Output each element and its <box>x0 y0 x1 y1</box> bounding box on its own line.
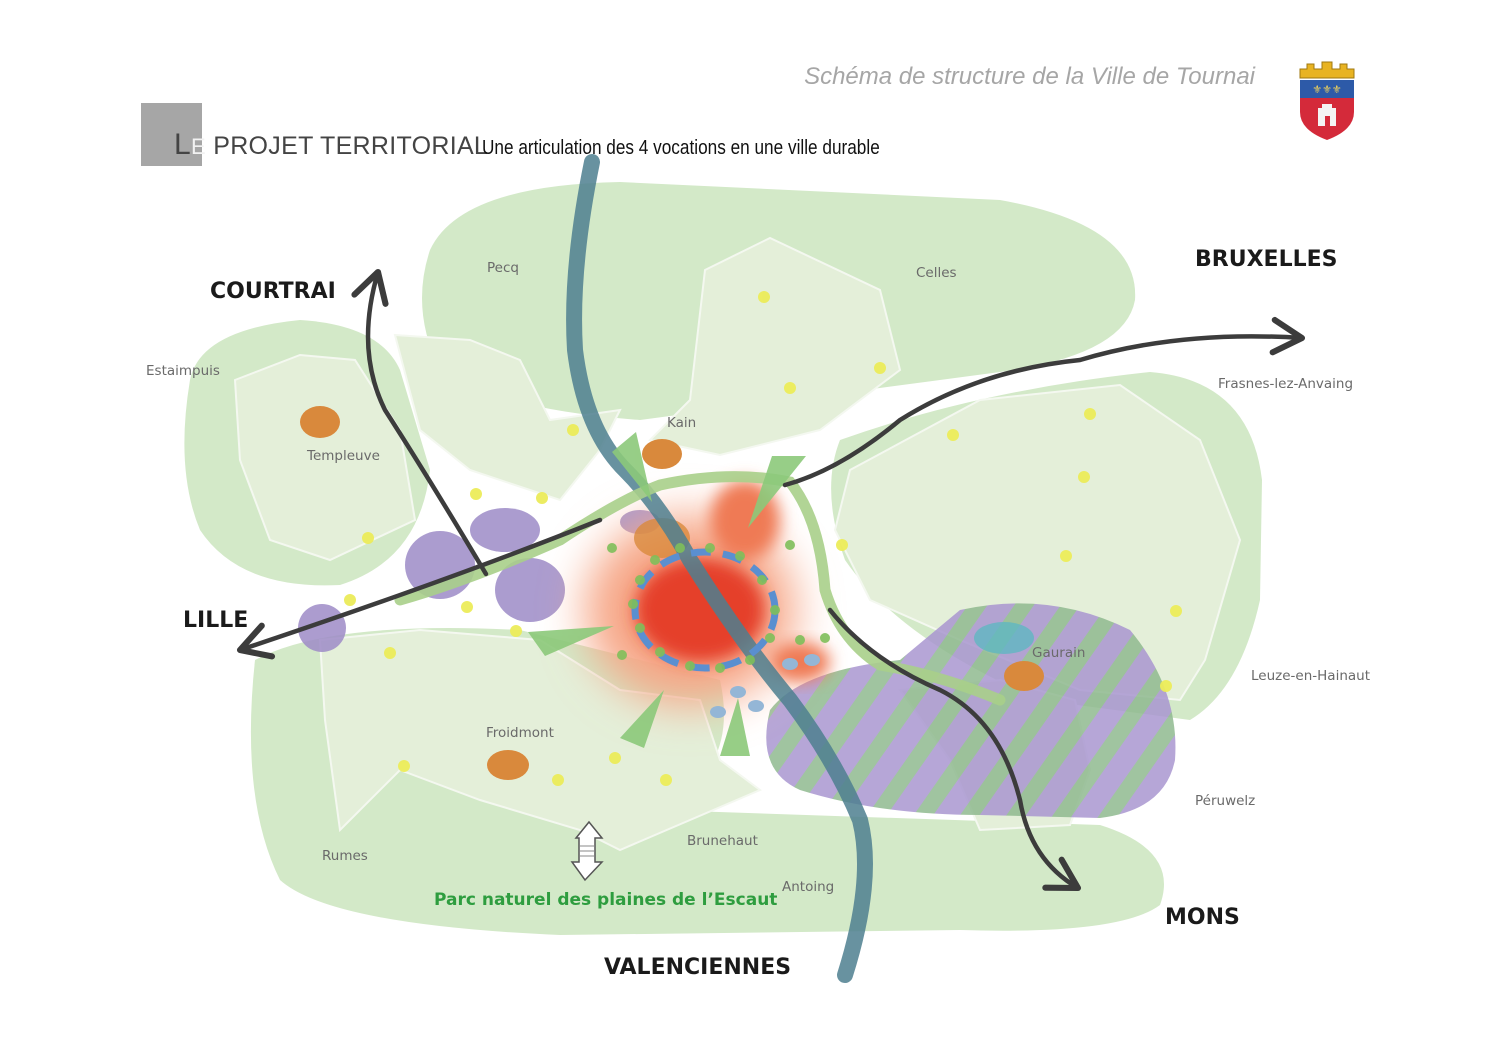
document-title: Schéma de structure de la Ville de Tourn… <box>804 63 1255 90</box>
commune-label-estaimpuis: Estaimpuis <box>146 363 220 379</box>
section-title-block <box>141 103 202 166</box>
section-title-initial: L <box>174 128 191 161</box>
park-link-double-arrow-icon <box>570 820 604 882</box>
section-subtitle: Une articulation des 4 vocations en une … <box>482 137 880 159</box>
commune-label-rumes: Rumes <box>322 848 368 864</box>
commune-label-celles: Celles <box>916 265 957 281</box>
park-label: Parc naturel des plaines de l’Escaut <box>434 890 777 910</box>
green-node-dots <box>607 540 830 673</box>
direction-label-bruxelles: BRUXELLES <box>1195 247 1337 272</box>
direction-label-courtrai: COURTRAI <box>210 279 336 304</box>
commune-label-templeuve: Templeuve <box>306 448 380 464</box>
commune-label-froidmont: Froidmont <box>486 725 554 741</box>
commune-label-kain: Kain <box>667 415 696 431</box>
yellow-points <box>344 291 1182 786</box>
axis-bruxelles-arrow <box>782 316 1306 488</box>
axis-courtrai-arrow <box>351 268 489 577</box>
commune-label-frasnes: Frasnes-lez-Anvaing <box>1218 376 1353 392</box>
commune-label-pecq: Pecq <box>487 260 519 276</box>
section-title: LE PROJET TERRITORIAL <box>174 128 488 162</box>
direction-label-valenciennes: VALENCIENNES <box>604 955 791 980</box>
purple-zones <box>298 508 660 652</box>
green-corridor-wedges <box>528 432 806 756</box>
commune-polygons <box>233 236 1242 852</box>
section-title-rest: PROJET TERRITORIAL <box>205 132 489 160</box>
commune-label-brunehaut: Brunehaut <box>687 833 758 849</box>
tournai-coat-of-arms-icon: ⚜⚜⚜ <box>1299 61 1355 140</box>
river-escaut <box>566 154 873 983</box>
gaurain-quarry <box>974 622 1034 654</box>
commune-label-antoing: Antoing <box>782 879 834 895</box>
direction-label-mons: MONS <box>1165 905 1240 930</box>
blue-node-dots <box>710 654 820 718</box>
commune-label-leuze: Leuze-en-Hainaut <box>1251 668 1370 684</box>
axis-mons-arrow <box>827 607 1082 892</box>
village-nodes <box>300 406 1044 780</box>
axis-lille-arrow <box>236 517 603 660</box>
commune-label-gaurain: Gaurain <box>1032 645 1085 661</box>
section-title-initial-grey: E <box>191 134 206 159</box>
axis-arrows <box>236 268 1306 892</box>
commune-label-peruwelz: Péruwelz <box>1195 793 1255 809</box>
svg-text:⚜⚜⚜: ⚜⚜⚜ <box>1312 83 1342 96</box>
direction-label-lille: LILLE <box>183 608 248 633</box>
